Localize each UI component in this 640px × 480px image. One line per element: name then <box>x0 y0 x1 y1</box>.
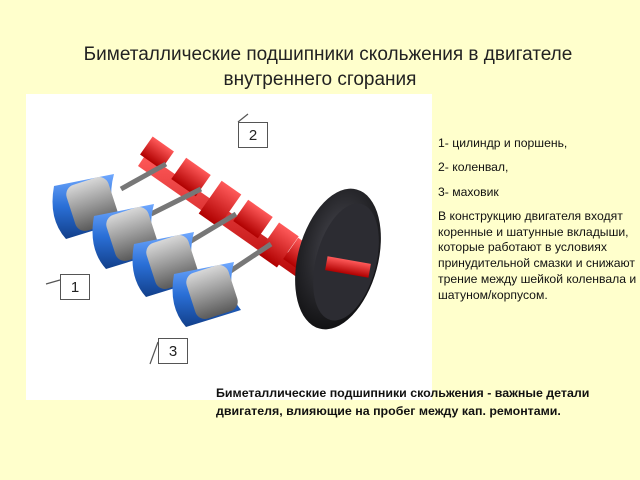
engine-illustration: 2 1 3 <box>26 94 432 400</box>
callout-2: 2 <box>238 122 268 148</box>
cylinders-and-pistons <box>52 174 241 327</box>
slide-title: Биметаллические подшипники скольжения в … <box>0 42 640 92</box>
cylinder-4 <box>172 262 241 327</box>
title-line-2: внутреннего сгорания <box>223 69 417 90</box>
legend-item-2: 2- коленвал, <box>438 160 509 175</box>
callout-leaders <box>45 113 249 365</box>
title-line-1: Биметаллические подшипники скольжения в … <box>83 44 573 65</box>
bottom-note: Биметаллические подшипники скольжения - … <box>216 386 590 418</box>
callout-1: 1 <box>60 274 90 300</box>
legend-item-1: 1- цилиндр и поршень, <box>438 136 568 150</box>
legend-description: В конструкцию двигателя входят коренные … <box>438 208 637 302</box>
flywheel <box>295 188 381 330</box>
legend-item-3: 3- маховик <box>438 184 499 199</box>
callout-3: 3 <box>158 338 188 364</box>
connecting-rods <box>119 161 273 277</box>
legend: 1- цилиндр и поршень, 2- коленвал, 3- ма… <box>438 136 638 304</box>
engine-drawing <box>45 113 381 365</box>
